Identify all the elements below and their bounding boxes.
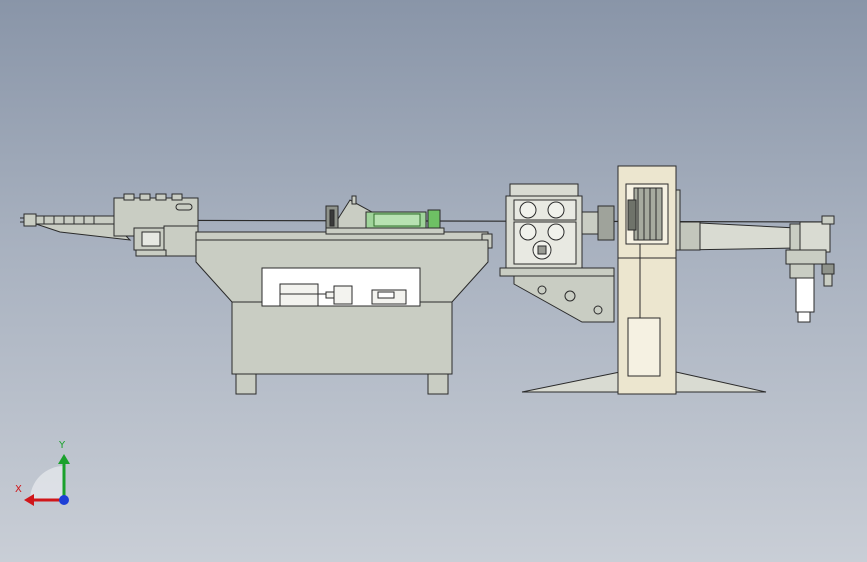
coordinate-triad-icon <box>24 454 70 506</box>
roller-straightener <box>499 183 615 323</box>
bending-frame <box>617 165 681 395</box>
bending-arm <box>679 215 835 323</box>
feed-arm <box>20 213 132 241</box>
base-left <box>521 371 621 393</box>
main-bed <box>195 231 493 395</box>
z-axis-dot <box>59 495 69 505</box>
triad-y-label: Y <box>59 440 66 451</box>
feed-head <box>113 193 199 257</box>
wire-carriage <box>325 195 445 235</box>
base-right <box>675 371 767 393</box>
triad-x-label: X <box>15 484 22 495</box>
